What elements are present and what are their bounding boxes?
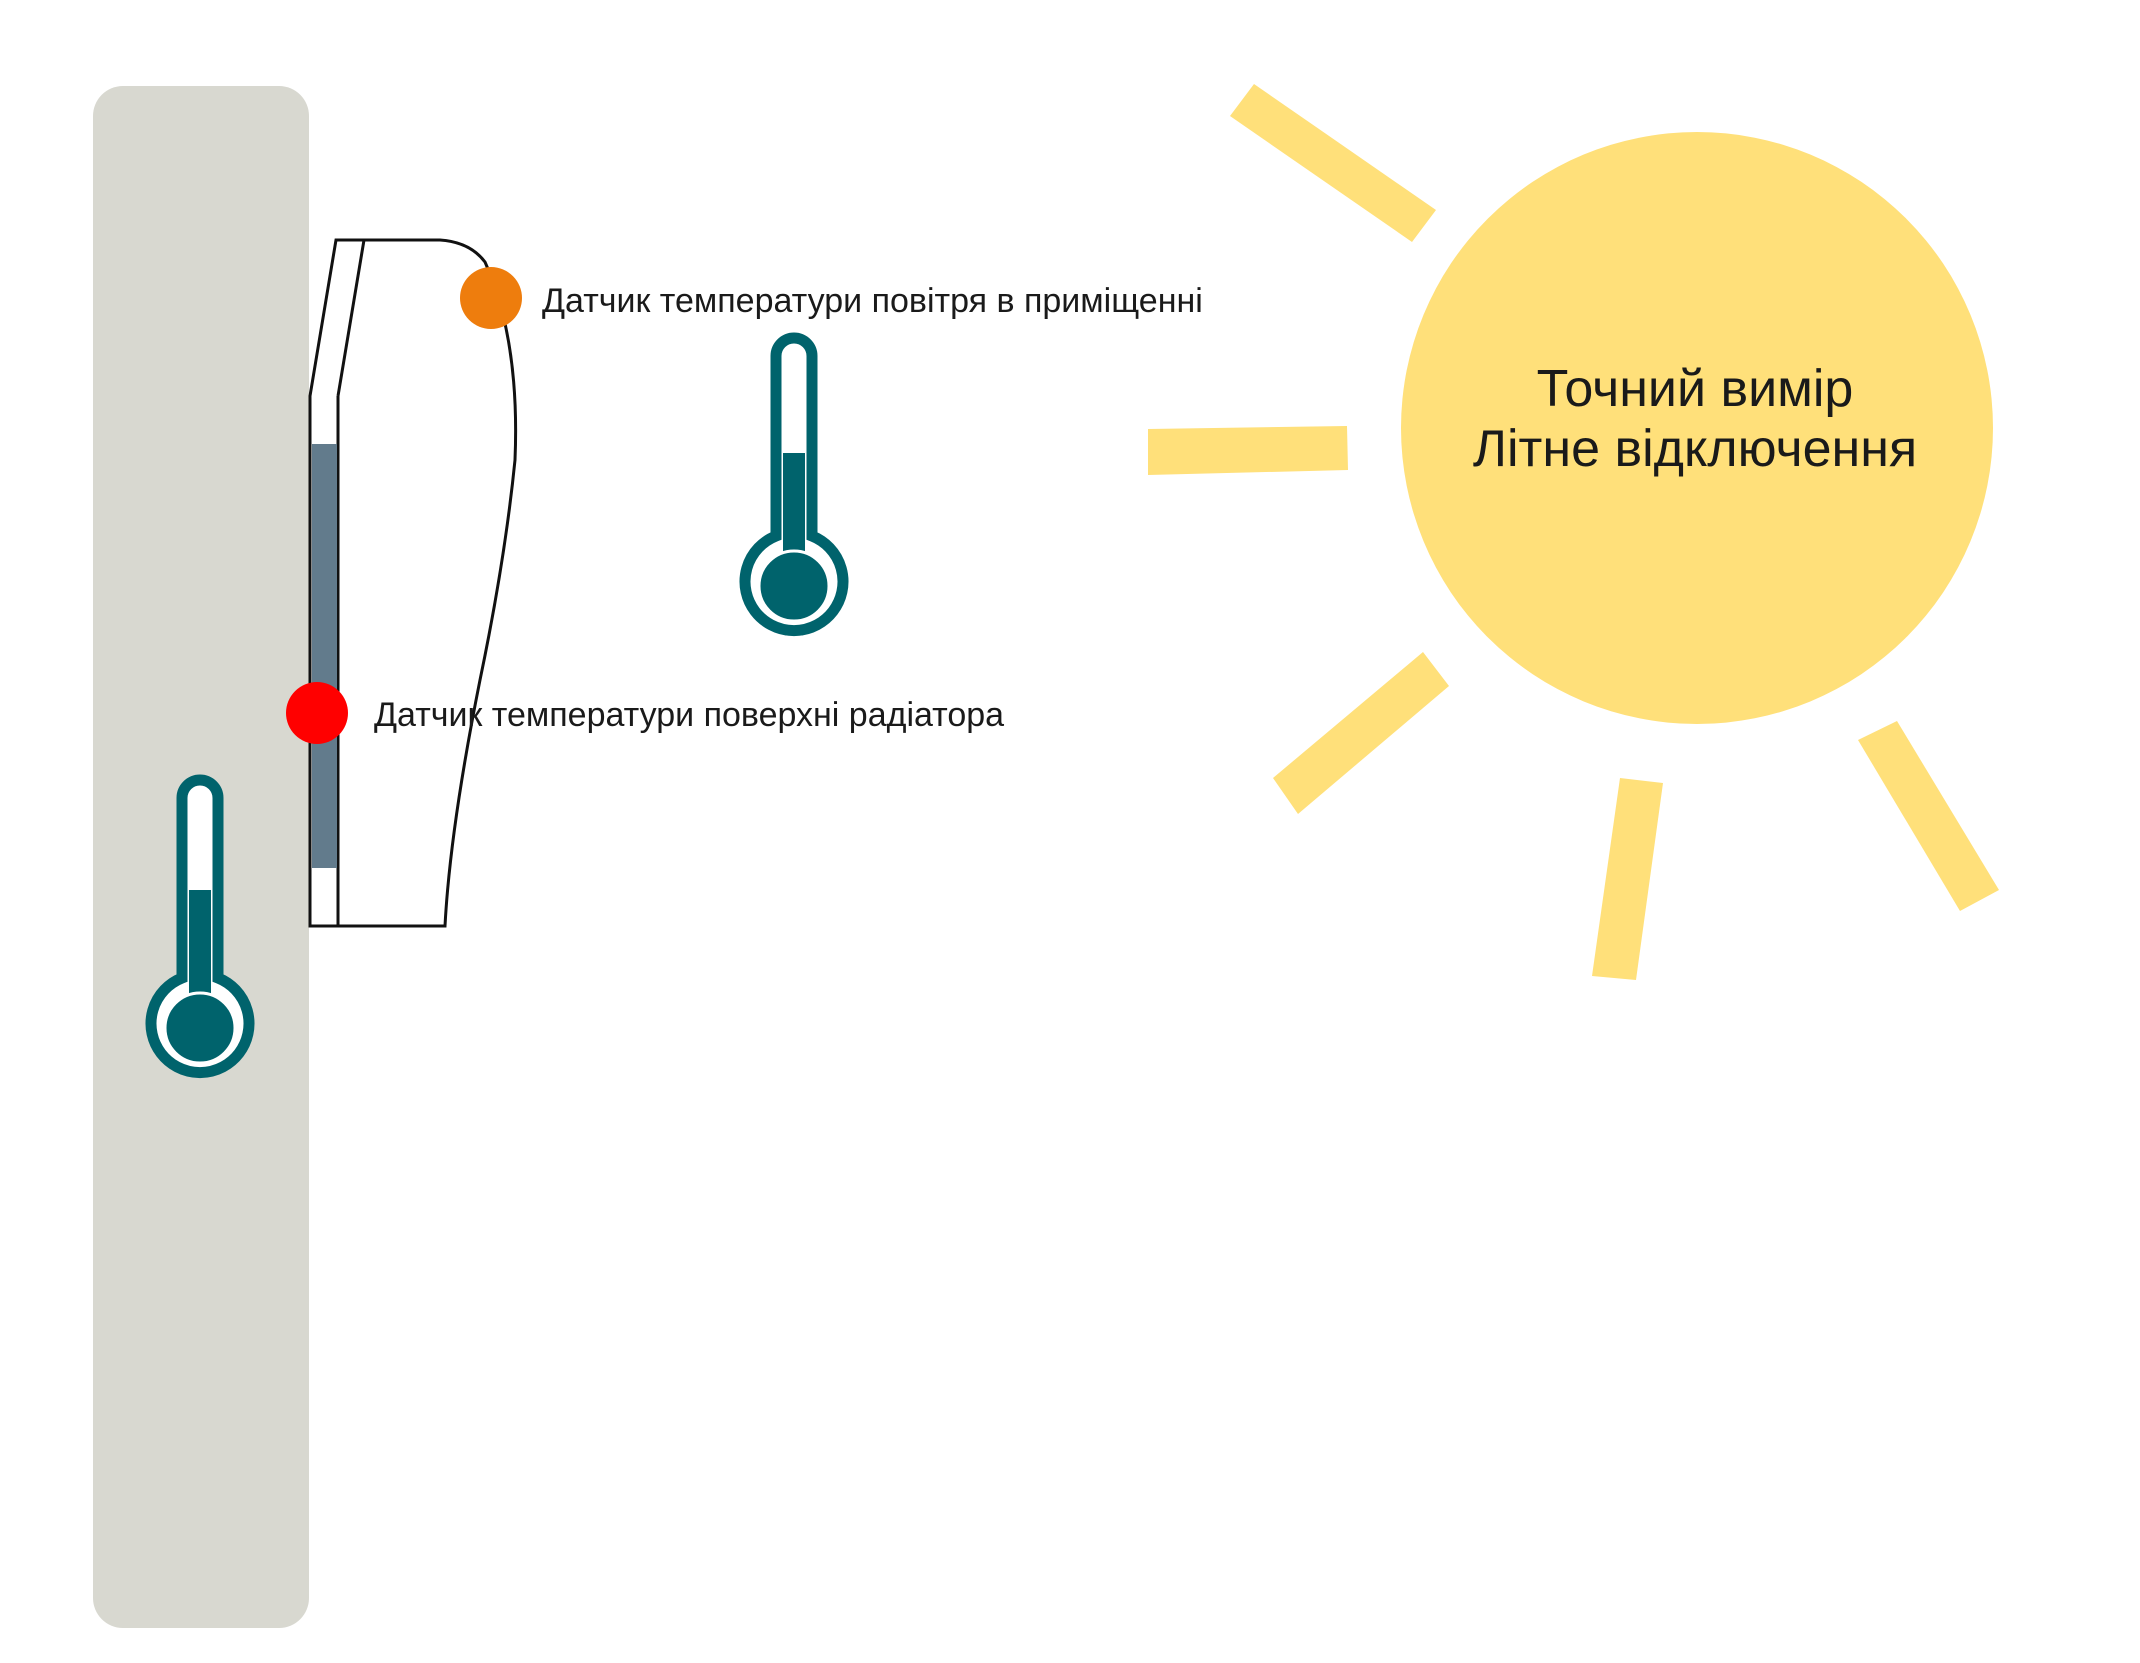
thermometer-icon: [739, 332, 849, 636]
sun-ray: [1858, 721, 1999, 911]
sun-icon: [1148, 84, 1999, 980]
sun-ray: [1148, 426, 1348, 475]
air-sensor-dot: [460, 267, 522, 329]
surface-sensor-dot: [286, 682, 348, 744]
sun-ray: [1592, 778, 1663, 980]
radiator-panel: [312, 444, 337, 868]
sun-title-line-2: Літне відключення: [1473, 420, 1917, 478]
radiator: [308, 238, 518, 928]
thermometer-icon: [145, 774, 255, 1078]
sun-title-line-1: Точний вимір: [1537, 360, 1854, 418]
surface-sensor-label: Датчик температури поверхні радіатора: [374, 696, 1004, 734]
sun-disc: [1401, 132, 1993, 724]
sun-ray: [1230, 84, 1436, 242]
sun-ray: [1273, 652, 1449, 814]
air-sensor-label: Датчик температури повітря в приміщенні: [542, 282, 1203, 320]
